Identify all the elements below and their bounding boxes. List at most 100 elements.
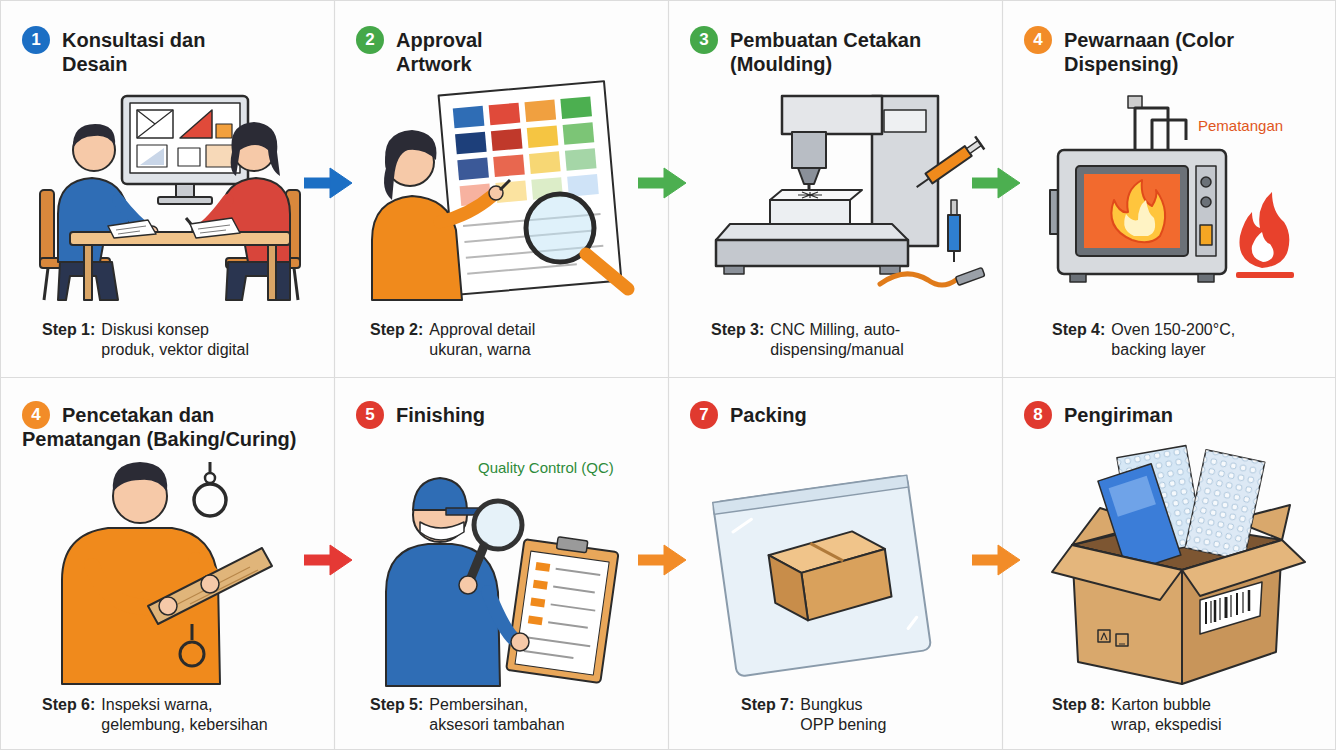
oven-illustration	[1111, 180, 1165, 242]
approval-illustration	[455, 132, 487, 155]
consultation-illustration	[216, 124, 232, 138]
approval-illustration	[565, 148, 597, 171]
approval-illustration	[500, 180, 510, 190]
step-caption: Step 4: Oven 150-200°C, backing layer	[1052, 320, 1241, 360]
oven-illustration	[1201, 177, 1211, 187]
packing-illustration	[769, 551, 808, 624]
cnc-machine-illustration	[880, 274, 956, 285]
shipping-illustration	[1219, 598, 1220, 620]
approval-illustration	[567, 174, 599, 197]
step-heading: Pewarnaan (Color Dispensing)	[1024, 28, 1264, 76]
curing-illustration	[205, 473, 215, 483]
process-step-panel: Pewarnaan (Color Dispensing) Step 4: Oven …	[1020, 18, 1306, 366]
process-step-panel: PackingStep 7:Bungkus OPP bening7	[686, 393, 972, 742]
shipping-illustration	[1206, 590, 1249, 624]
consultation-illustration	[73, 124, 115, 148]
quality-control-illustration	[511, 633, 529, 651]
consultation-illustration	[206, 145, 234, 167]
cnc-machine-illustration	[792, 132, 826, 168]
consultation-illustration	[116, 226, 146, 234]
illustration-label: Pematangan	[1198, 117, 1283, 135]
step-description: Oven 150-200°C, backing layer	[1111, 320, 1241, 360]
quality-control-illustration	[524, 566, 600, 660]
step-description: CNC Milling, auto-dispensing/manual	[770, 320, 950, 360]
step-number-badge: 2	[356, 26, 384, 54]
shipping-illustration	[1236, 593, 1238, 615]
approval-illustration	[527, 125, 559, 148]
shipping-illustration	[1101, 633, 1125, 644]
approval-illustration	[586, 254, 628, 289]
consultation-illustration	[190, 218, 240, 238]
curing-illustration	[62, 462, 272, 684]
approval-illustration	[384, 130, 437, 200]
packing-illustration	[810, 539, 843, 565]
cnc-machine-illustration	[953, 251, 955, 262]
oven-illustration	[1076, 166, 1188, 256]
panel-grid	[668, 0, 669, 750]
curing-illustration	[191, 624, 194, 640]
shipping-illustration	[1098, 630, 1110, 642]
curing-illustration	[159, 597, 177, 615]
cnc-machine-illustration	[917, 179, 929, 188]
step-number: 2	[356, 26, 384, 54]
approval-illustration	[372, 196, 462, 300]
curing-illustration	[62, 528, 220, 684]
arrow-shaft	[638, 178, 666, 189]
curing-illustration	[194, 484, 226, 516]
cnc-machine-illustration	[926, 146, 972, 183]
consultation-illustration	[158, 197, 212, 204]
shipping-illustration	[1109, 476, 1156, 517]
step-label: Step 6:	[42, 695, 95, 715]
curing-illustration	[148, 548, 272, 624]
step-description: Approval detail ukuran, warna	[429, 320, 559, 360]
step-number: 1	[22, 26, 50, 54]
step-description: Pembersihan, aksesori tambahan	[429, 695, 574, 735]
quality-control-illustration	[446, 508, 478, 515]
step-label: Step 7:	[741, 695, 794, 715]
shipping-illustration	[1248, 590, 1251, 611]
quality-control-illustration	[533, 580, 548, 590]
oven-illustration	[1201, 197, 1211, 207]
consultation-illustration	[130, 103, 240, 173]
approval-illustration	[563, 122, 595, 145]
consultation-illustration	[180, 110, 212, 138]
step-label: Step 4:	[1052, 320, 1105, 340]
consultation-illustration	[198, 225, 230, 233]
cnc-machine-illustration	[770, 200, 850, 224]
panel-grid	[1002, 0, 1003, 750]
cnc-machine-illustration	[716, 224, 908, 240]
quality-control-illustration	[420, 522, 464, 540]
process-step-panel: FinishingStep 5:Pembersihan, aksesori ta…	[352, 393, 638, 742]
arrow-head	[998, 168, 1020, 198]
consultation-illustration	[122, 96, 248, 184]
consultation-illustration	[137, 110, 173, 138]
arrow-shaft	[972, 178, 1000, 189]
process-step-panel: Approval ArtworkStep 2:Approval detail u…	[352, 18, 638, 366]
arrow-shaft	[304, 178, 332, 189]
step-description: Diskusi konsep produk, vektor digital	[101, 320, 256, 360]
step-heading: Pengiriman	[1024, 403, 1294, 427]
step-number-badge: 1	[22, 26, 50, 54]
step-description: Inspeksi warna, gelembung, kebersihan	[101, 695, 271, 735]
step-caption: Step 2: Approval detail ukuran, warna	[370, 320, 559, 360]
oven-illustration	[1239, 192, 1289, 268]
quality-control-illustration	[474, 501, 522, 549]
consultation-illustration	[58, 178, 132, 262]
consultation-illustration	[178, 148, 200, 166]
quality-control-illustration	[459, 576, 477, 594]
consultation-illustration	[44, 268, 48, 300]
oven-illustration	[1200, 225, 1212, 245]
arrow-head	[330, 168, 352, 198]
process-step-panel: Pembuatan Cetakan (Moulding)Step 3:CNC M…	[686, 18, 972, 366]
process-step-panel: Konsultasi dan DesainStep 1:Diskusi kons…	[18, 18, 304, 366]
packing-illustration	[800, 549, 894, 620]
quality-control-illustration	[556, 537, 587, 553]
cnc-machine-illustration	[798, 168, 820, 184]
oven-illustration	[1124, 200, 1155, 236]
step-label: Step 2:	[370, 320, 423, 340]
arrow-shaft	[972, 555, 1000, 566]
step-description: Bungkus OPP bening	[800, 695, 892, 735]
packing-illustration	[713, 475, 932, 677]
